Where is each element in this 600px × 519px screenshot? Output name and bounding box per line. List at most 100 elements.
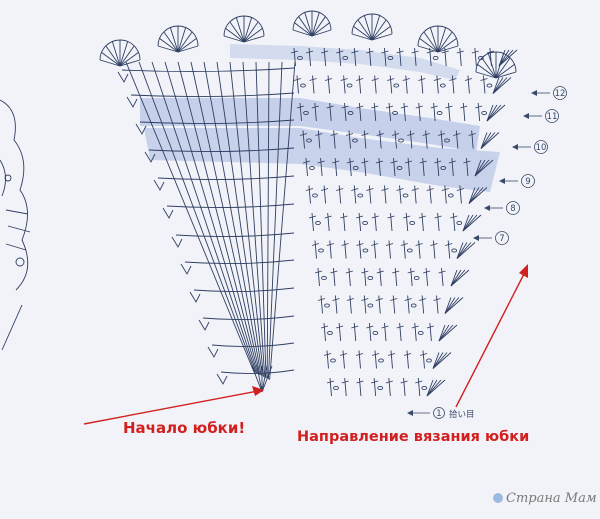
chain-stitch xyxy=(486,83,493,88)
fan-stitch xyxy=(432,352,452,369)
treble-stitch xyxy=(422,157,425,177)
chain-stitch xyxy=(372,330,379,336)
scallop-ray xyxy=(243,17,253,43)
chain-stitch xyxy=(362,220,368,226)
stitch-bar xyxy=(433,78,441,81)
stitch-bar xyxy=(314,270,323,274)
chain-stitch xyxy=(387,55,394,61)
fan-stitch xyxy=(456,242,468,259)
treble-stitch xyxy=(373,102,377,122)
stitch-bar xyxy=(403,353,412,356)
stitch-bar xyxy=(480,78,488,81)
scallop-ray xyxy=(363,15,373,41)
stitch-bar xyxy=(441,188,449,191)
row-number: 12 xyxy=(555,89,566,99)
stitch-bar xyxy=(321,50,329,54)
treble-stitch xyxy=(414,185,417,204)
fan-stitch xyxy=(498,49,518,67)
chain-stitch xyxy=(398,138,404,143)
treble-stitch xyxy=(399,47,402,67)
scallop-ray xyxy=(495,63,515,79)
treble-stitch xyxy=(425,130,428,149)
chain-stitch xyxy=(410,303,417,308)
fan-stitch xyxy=(438,324,446,342)
scallop-ray xyxy=(304,12,313,37)
treble-stitch xyxy=(420,75,424,94)
stitch-bar xyxy=(418,298,427,301)
chain-stitch xyxy=(315,220,321,226)
chain-stitch xyxy=(426,358,432,363)
chain-stitch xyxy=(333,385,339,391)
scallop-ray xyxy=(294,22,313,37)
treble-stitch xyxy=(388,102,392,122)
chain-stitch xyxy=(297,55,303,61)
edge-stitch xyxy=(153,179,165,191)
stitch-bar xyxy=(381,50,389,54)
fan-stitch xyxy=(480,132,488,149)
scallop-ray xyxy=(487,53,497,79)
treble-stitch xyxy=(383,47,387,67)
treble-stitch xyxy=(407,295,410,314)
stitch-bar xyxy=(323,353,332,356)
stitch-bar xyxy=(315,133,323,136)
treble-stitch xyxy=(462,102,466,122)
fan-stitch xyxy=(438,324,458,342)
stitch-bar xyxy=(290,50,299,54)
stitch-bar xyxy=(437,133,446,136)
treble-stitch xyxy=(334,157,338,177)
red-arrow-icon xyxy=(455,264,528,408)
stitch-bar xyxy=(419,160,427,164)
stitch-bar xyxy=(456,188,465,191)
treble-stitch xyxy=(441,267,444,287)
treble-stitch xyxy=(467,75,470,94)
treble-stitch xyxy=(418,240,421,259)
treble-stitch xyxy=(373,240,377,259)
edge-stitch xyxy=(207,346,219,358)
scallop-ray xyxy=(371,19,387,41)
treble-stitch xyxy=(436,157,440,177)
scallop-icon xyxy=(417,25,459,53)
stitch-bar xyxy=(411,325,419,329)
scallop-ray xyxy=(119,45,135,67)
stitch-bar xyxy=(407,270,415,274)
scallop-ray xyxy=(298,16,313,37)
stitch-bar xyxy=(396,325,404,329)
stitch-bar xyxy=(311,105,319,109)
treble-stitch xyxy=(459,47,462,67)
stitch-bar xyxy=(404,160,413,164)
chain-stitch xyxy=(324,303,330,308)
row-arc xyxy=(121,67,295,73)
chain-line xyxy=(177,61,260,375)
treble-stitch xyxy=(374,75,377,94)
stitch-bar xyxy=(340,215,348,219)
treble-stitch xyxy=(320,157,323,177)
row-arc xyxy=(211,342,295,348)
stitch-bar xyxy=(450,215,458,219)
stitch-bar xyxy=(415,105,423,109)
watermark-text: Страна Мам xyxy=(506,491,597,506)
treble-stitch xyxy=(451,75,455,94)
stitch-bar xyxy=(299,133,308,136)
treble-stitch xyxy=(368,322,372,342)
chain-stitch xyxy=(330,358,336,363)
fan-stitch xyxy=(492,77,500,94)
scallop-ray xyxy=(235,17,245,43)
stitch-bar xyxy=(317,160,325,164)
edge-stitch xyxy=(144,151,156,163)
scallop-ray xyxy=(292,29,313,37)
row-arc xyxy=(166,203,295,209)
chain-line xyxy=(269,61,296,380)
stitch-bar xyxy=(346,160,354,164)
stitch-bar xyxy=(371,380,379,384)
row-marker-7: 7 xyxy=(473,231,509,245)
fan-stitch xyxy=(492,77,512,94)
treble-stitch xyxy=(405,212,409,232)
stitch-bar xyxy=(326,380,335,384)
fan-stitch xyxy=(468,187,480,204)
treble-stitch xyxy=(358,240,362,259)
fan-stitch xyxy=(486,104,498,122)
scallop-ray xyxy=(101,51,121,67)
stitch-bar xyxy=(453,133,461,136)
stitch-chart xyxy=(99,10,518,397)
